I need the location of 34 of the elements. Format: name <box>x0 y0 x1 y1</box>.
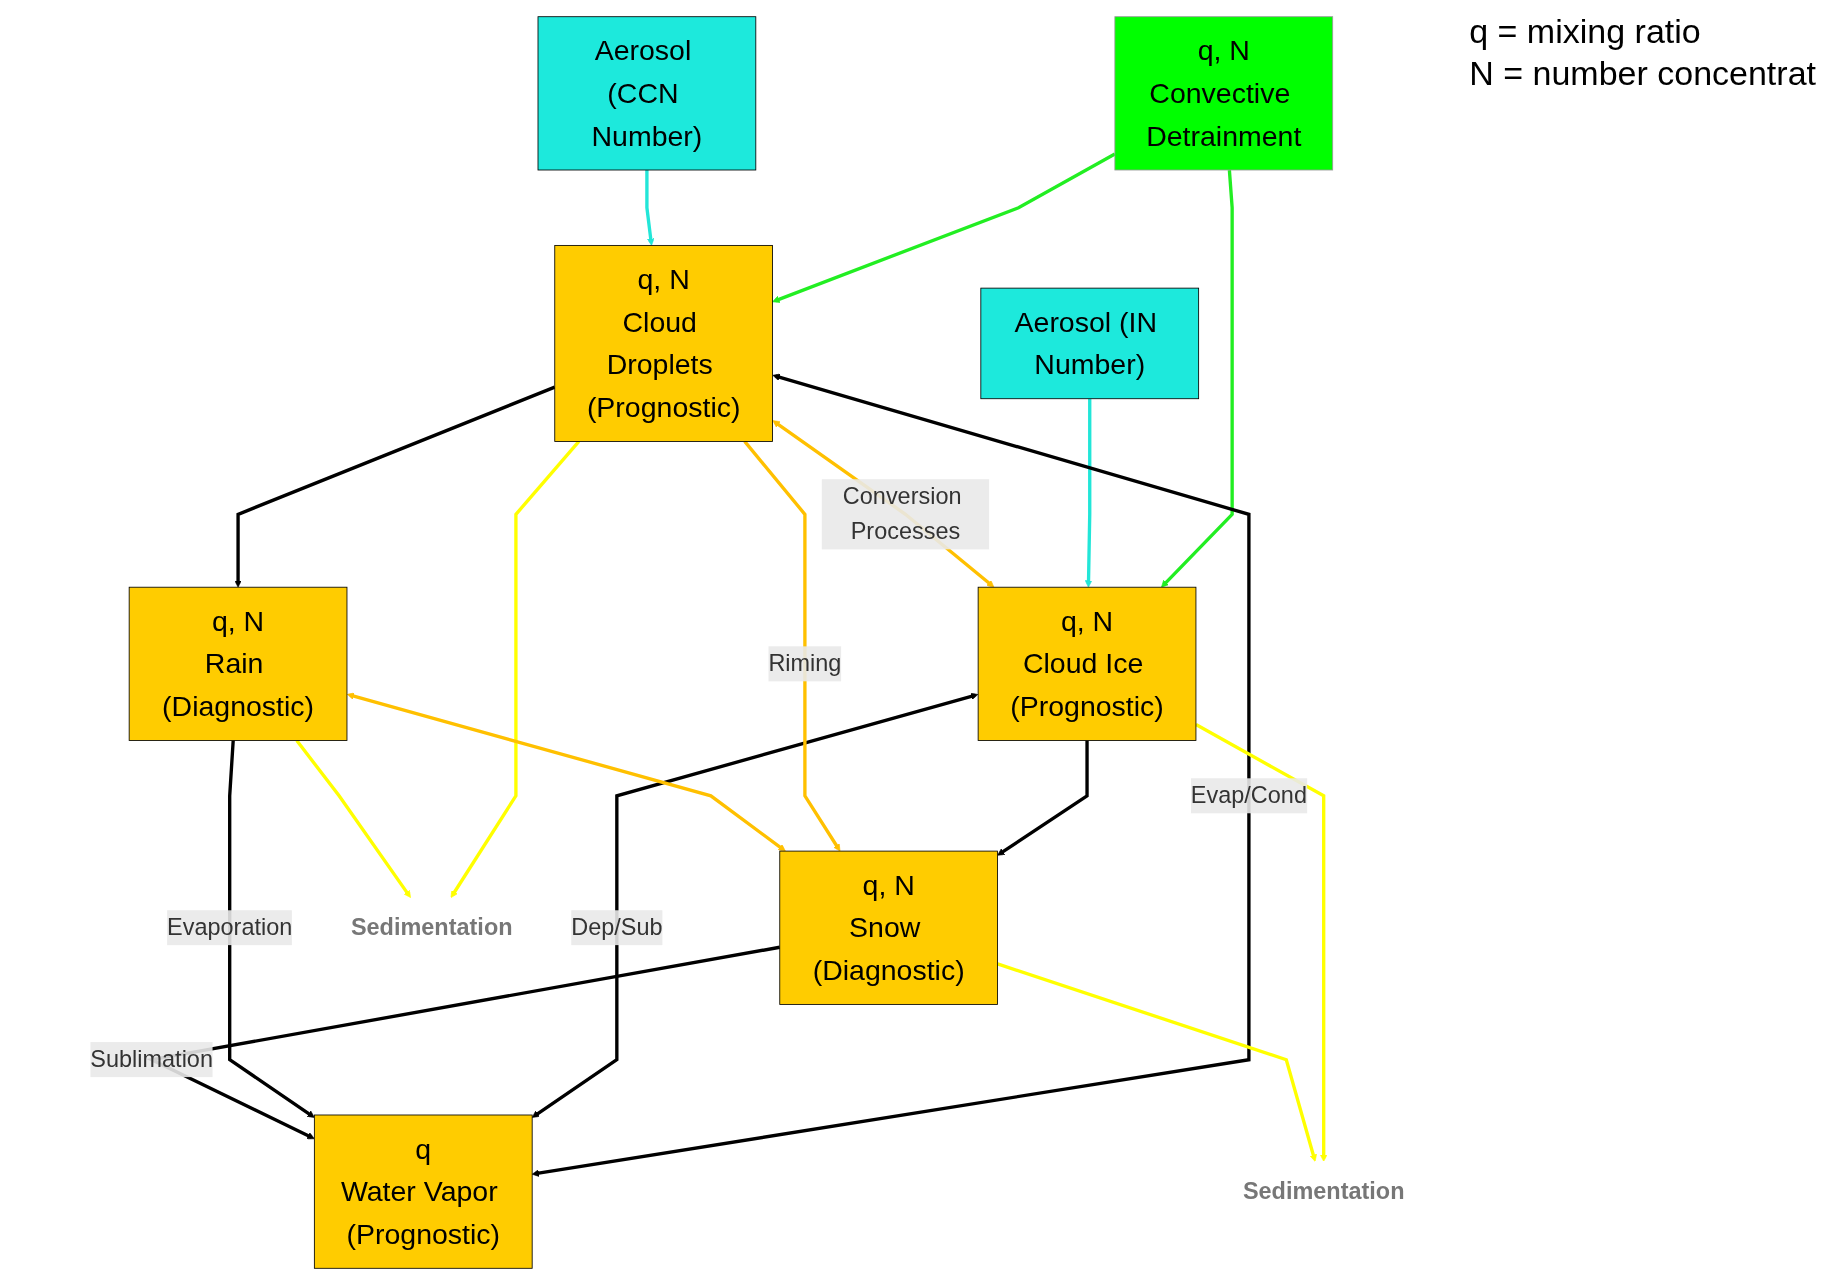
arrow <box>1161 169 1234 588</box>
legend-note: q = mixing ratio <box>1469 11 1702 52</box>
node-box: q, N Rain (Diagnostic) <box>128 586 348 741</box>
arrow <box>772 420 995 588</box>
edge-label: Riming <box>768 650 842 677</box>
edge-label: Sublimation <box>90 1046 213 1073</box>
edge-label: Evaporation <box>167 914 293 941</box>
arrow <box>295 739 411 898</box>
arrow <box>997 962 1317 1162</box>
node-box: q, N Convective Detrainment <box>1114 16 1334 171</box>
node-box: q, N Snow (Diagnostic) <box>779 850 998 1005</box>
node-box: Aerosol (CCN Number) <box>537 16 757 171</box>
arrow <box>346 692 786 852</box>
edge-label: Evap/Cond <box>1190 782 1307 809</box>
node-text: Sedimentation <box>350 914 513 941</box>
arrow <box>772 152 1116 303</box>
arrow <box>1195 723 1328 1162</box>
arrow <box>234 385 556 588</box>
arrow <box>997 740 1089 856</box>
edge-label: Conversion Processes <box>842 483 962 545</box>
edge-label: Dep/Sub <box>571 914 663 941</box>
arrow <box>743 440 841 852</box>
node-box: q, N Cloud Droplets (Prognostic) <box>554 245 773 442</box>
arrow <box>531 692 979 1118</box>
arrow <box>450 440 581 898</box>
node-box: q, N Cloud Ice (Prognostic) <box>977 586 1197 741</box>
node-text: Sedimentation <box>1242 1178 1405 1205</box>
arrow <box>228 740 315 1118</box>
legend-note: N = number concentrat <box>1469 53 1816 94</box>
arrow <box>645 170 655 246</box>
arrow <box>1084 398 1093 588</box>
arrow <box>531 373 1251 1177</box>
node-box: q Water Vapor (Prognostic) <box>313 1114 533 1269</box>
node-box: Aerosol (IN Number) <box>980 287 1200 400</box>
